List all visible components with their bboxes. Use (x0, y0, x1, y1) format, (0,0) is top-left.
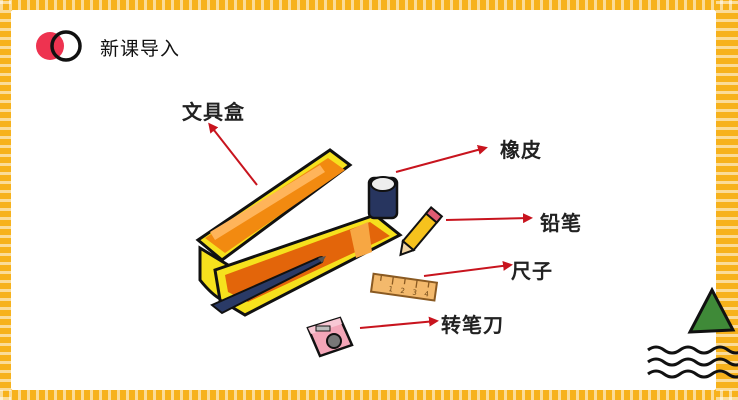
ruler-mark-1: 1 (388, 285, 394, 294)
label-sharpener: 转笔刀 (441, 313, 504, 337)
arrow-pencil (445, 213, 533, 224)
sharpener-icon (306, 316, 354, 358)
arrow-eraser (395, 144, 488, 173)
arrow-sharpener (359, 316, 439, 329)
pencil-icon (399, 206, 444, 257)
eraser-icon (367, 176, 399, 220)
arrow-pencil-case (208, 122, 258, 186)
ruler-mark-3: 3 (412, 288, 418, 297)
slide-card (11, 10, 716, 390)
ruler-mark-4: 4 (424, 290, 430, 299)
arrow-ruler (423, 260, 513, 277)
label-eraser: 橡皮 (500, 138, 542, 162)
wave-decoration-icon (647, 345, 738, 379)
label-pencil: 铅笔 (540, 211, 582, 235)
ruler-icon: 1 2 3 4 (369, 272, 439, 302)
label-pencil-case: 文具盒 (182, 100, 245, 124)
label-ruler: 尺子 (511, 259, 553, 283)
pencil-case-icon (195, 148, 403, 317)
page-title: 新课导入 (100, 38, 181, 60)
ruler-mark-2: 2 (400, 287, 406, 296)
triangle-decoration-icon (687, 286, 736, 334)
logo-circles-icon (36, 30, 82, 62)
